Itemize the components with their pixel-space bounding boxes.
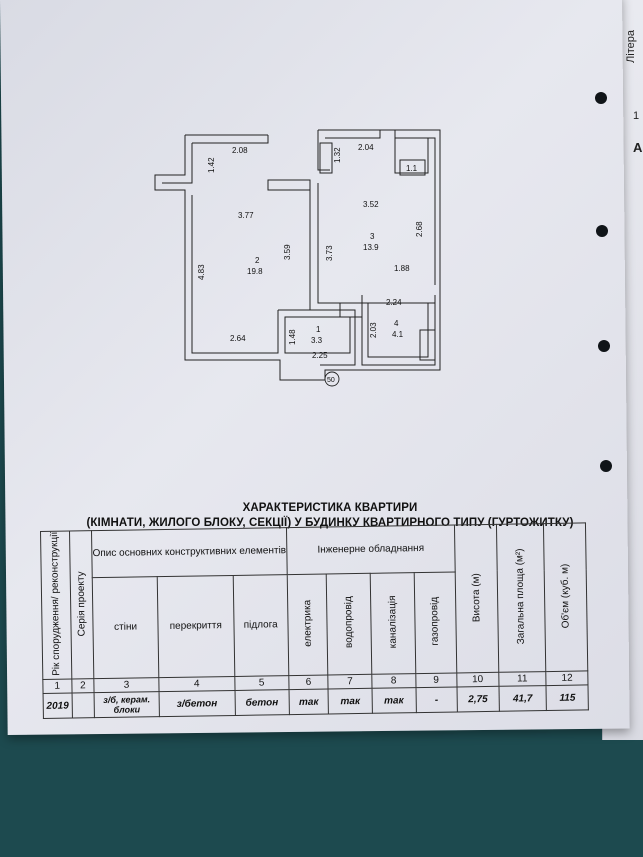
header-series: Серія проекту xyxy=(75,570,88,637)
dim-2-64: 2.64 xyxy=(230,334,246,343)
room1-number: 1 xyxy=(316,325,321,334)
dim-1-42: 1.42 xyxy=(207,157,216,173)
side-num: 1 xyxy=(633,110,640,122)
side-label: Літера xyxy=(625,30,637,63)
col-num: 6 xyxy=(288,675,329,690)
dim-3-52: 3.52 xyxy=(363,200,379,209)
dim-1-32: 1.32 xyxy=(333,147,342,163)
axis-marker: 50 xyxy=(327,377,335,384)
table-subtitle: (КІМНАТИ, ЖИЛОГО БЛОКУ, СЕКЦІЇ) У БУДИНК… xyxy=(86,517,574,529)
col-num: 4 xyxy=(158,676,235,692)
value-area: 41,7 xyxy=(498,685,547,712)
side-letter: А xyxy=(633,140,643,155)
room2-number: 2 xyxy=(255,256,260,265)
dim-2-03: 2.03 xyxy=(369,322,378,338)
header-floors: перекриття xyxy=(157,575,235,678)
binder-hole xyxy=(595,92,607,104)
value-water: так xyxy=(328,688,373,715)
col-num: 7 xyxy=(328,674,372,690)
col-num: 8 xyxy=(371,673,416,689)
header-floor: підлога xyxy=(232,574,289,677)
header-structure: Опис основних конструктивних елементів xyxy=(91,527,288,578)
header-area: Загальна площа (м²) xyxy=(514,548,528,645)
dim-3-77: 3.77 xyxy=(238,211,254,220)
room4-number: 4 xyxy=(394,319,399,328)
dim-3-73: 3.73 xyxy=(325,245,334,261)
header-volume: Об'єм (куб. м) xyxy=(559,563,572,629)
col-num: 1 xyxy=(42,679,72,694)
dim-2-04: 2.04 xyxy=(358,143,374,152)
col-num: 5 xyxy=(234,675,289,691)
value-gas: - xyxy=(415,687,458,713)
room2-area: 19.8 xyxy=(247,267,263,276)
col-num: 12 xyxy=(546,670,588,686)
value-volume: 115 xyxy=(546,684,589,711)
binder-hole xyxy=(600,460,612,472)
col-num: 3 xyxy=(93,677,160,693)
room3-number: 3 xyxy=(370,232,375,241)
room1-area: 3.3 xyxy=(311,336,323,345)
dim-2-68: 2.68 xyxy=(415,221,424,237)
dim-1-1: 1.1 xyxy=(406,164,418,173)
value-walls: з/б, керам. блоки xyxy=(94,691,160,718)
binder-hole xyxy=(598,340,610,352)
header-water: водопровід xyxy=(343,596,355,649)
col-num: 11 xyxy=(498,671,547,687)
value-year: 2019 xyxy=(43,693,73,719)
room4-area: 4.1 xyxy=(392,330,404,339)
header-height: Висота (м) xyxy=(470,572,483,622)
value-height: 2,75 xyxy=(457,686,499,713)
col-num: 9 xyxy=(415,673,458,688)
value-series xyxy=(71,692,95,719)
binder-hole xyxy=(596,225,608,237)
dim-2-25: 2.25 xyxy=(312,351,328,360)
header-electricity: електрика xyxy=(301,599,314,647)
floor-plan: 2.08 1.42 3.77 4.83 3.59 2 19.8 2.64 1.4… xyxy=(154,129,441,387)
header-sewer: каналізація xyxy=(386,595,399,649)
header-walls: стіни xyxy=(92,576,159,679)
dim-2-08: 2.08 xyxy=(232,146,248,155)
header-gas: газопровід xyxy=(429,596,442,646)
room3-area: 13.9 xyxy=(363,243,379,252)
value-floor: бетон xyxy=(234,689,290,716)
value-electricity: так xyxy=(288,689,329,715)
col-num: 10 xyxy=(456,672,499,688)
dim-1-48: 1.48 xyxy=(288,329,297,345)
header-year: Рік спорудження/ реконструкції xyxy=(49,531,63,676)
table-title: ХАРАКТЕРИСТИКА КВАРТИРИ xyxy=(242,502,418,514)
col-num: 2 xyxy=(71,678,95,694)
dim-4-83: 4.83 xyxy=(197,264,206,280)
dim-2-24: 2.24 xyxy=(386,298,402,307)
dim-3-59: 3.59 xyxy=(283,244,292,260)
header-engineering: Інженерне обладнання xyxy=(286,524,456,575)
axis-marker-circle xyxy=(324,371,340,387)
value-floors: з/бетон xyxy=(159,690,235,717)
dim-1-88: 1.88 xyxy=(394,264,410,273)
value-sewer: так xyxy=(371,687,416,714)
characteristics-table: Рік спорудження/ реконструкції Серія про… xyxy=(40,522,589,719)
